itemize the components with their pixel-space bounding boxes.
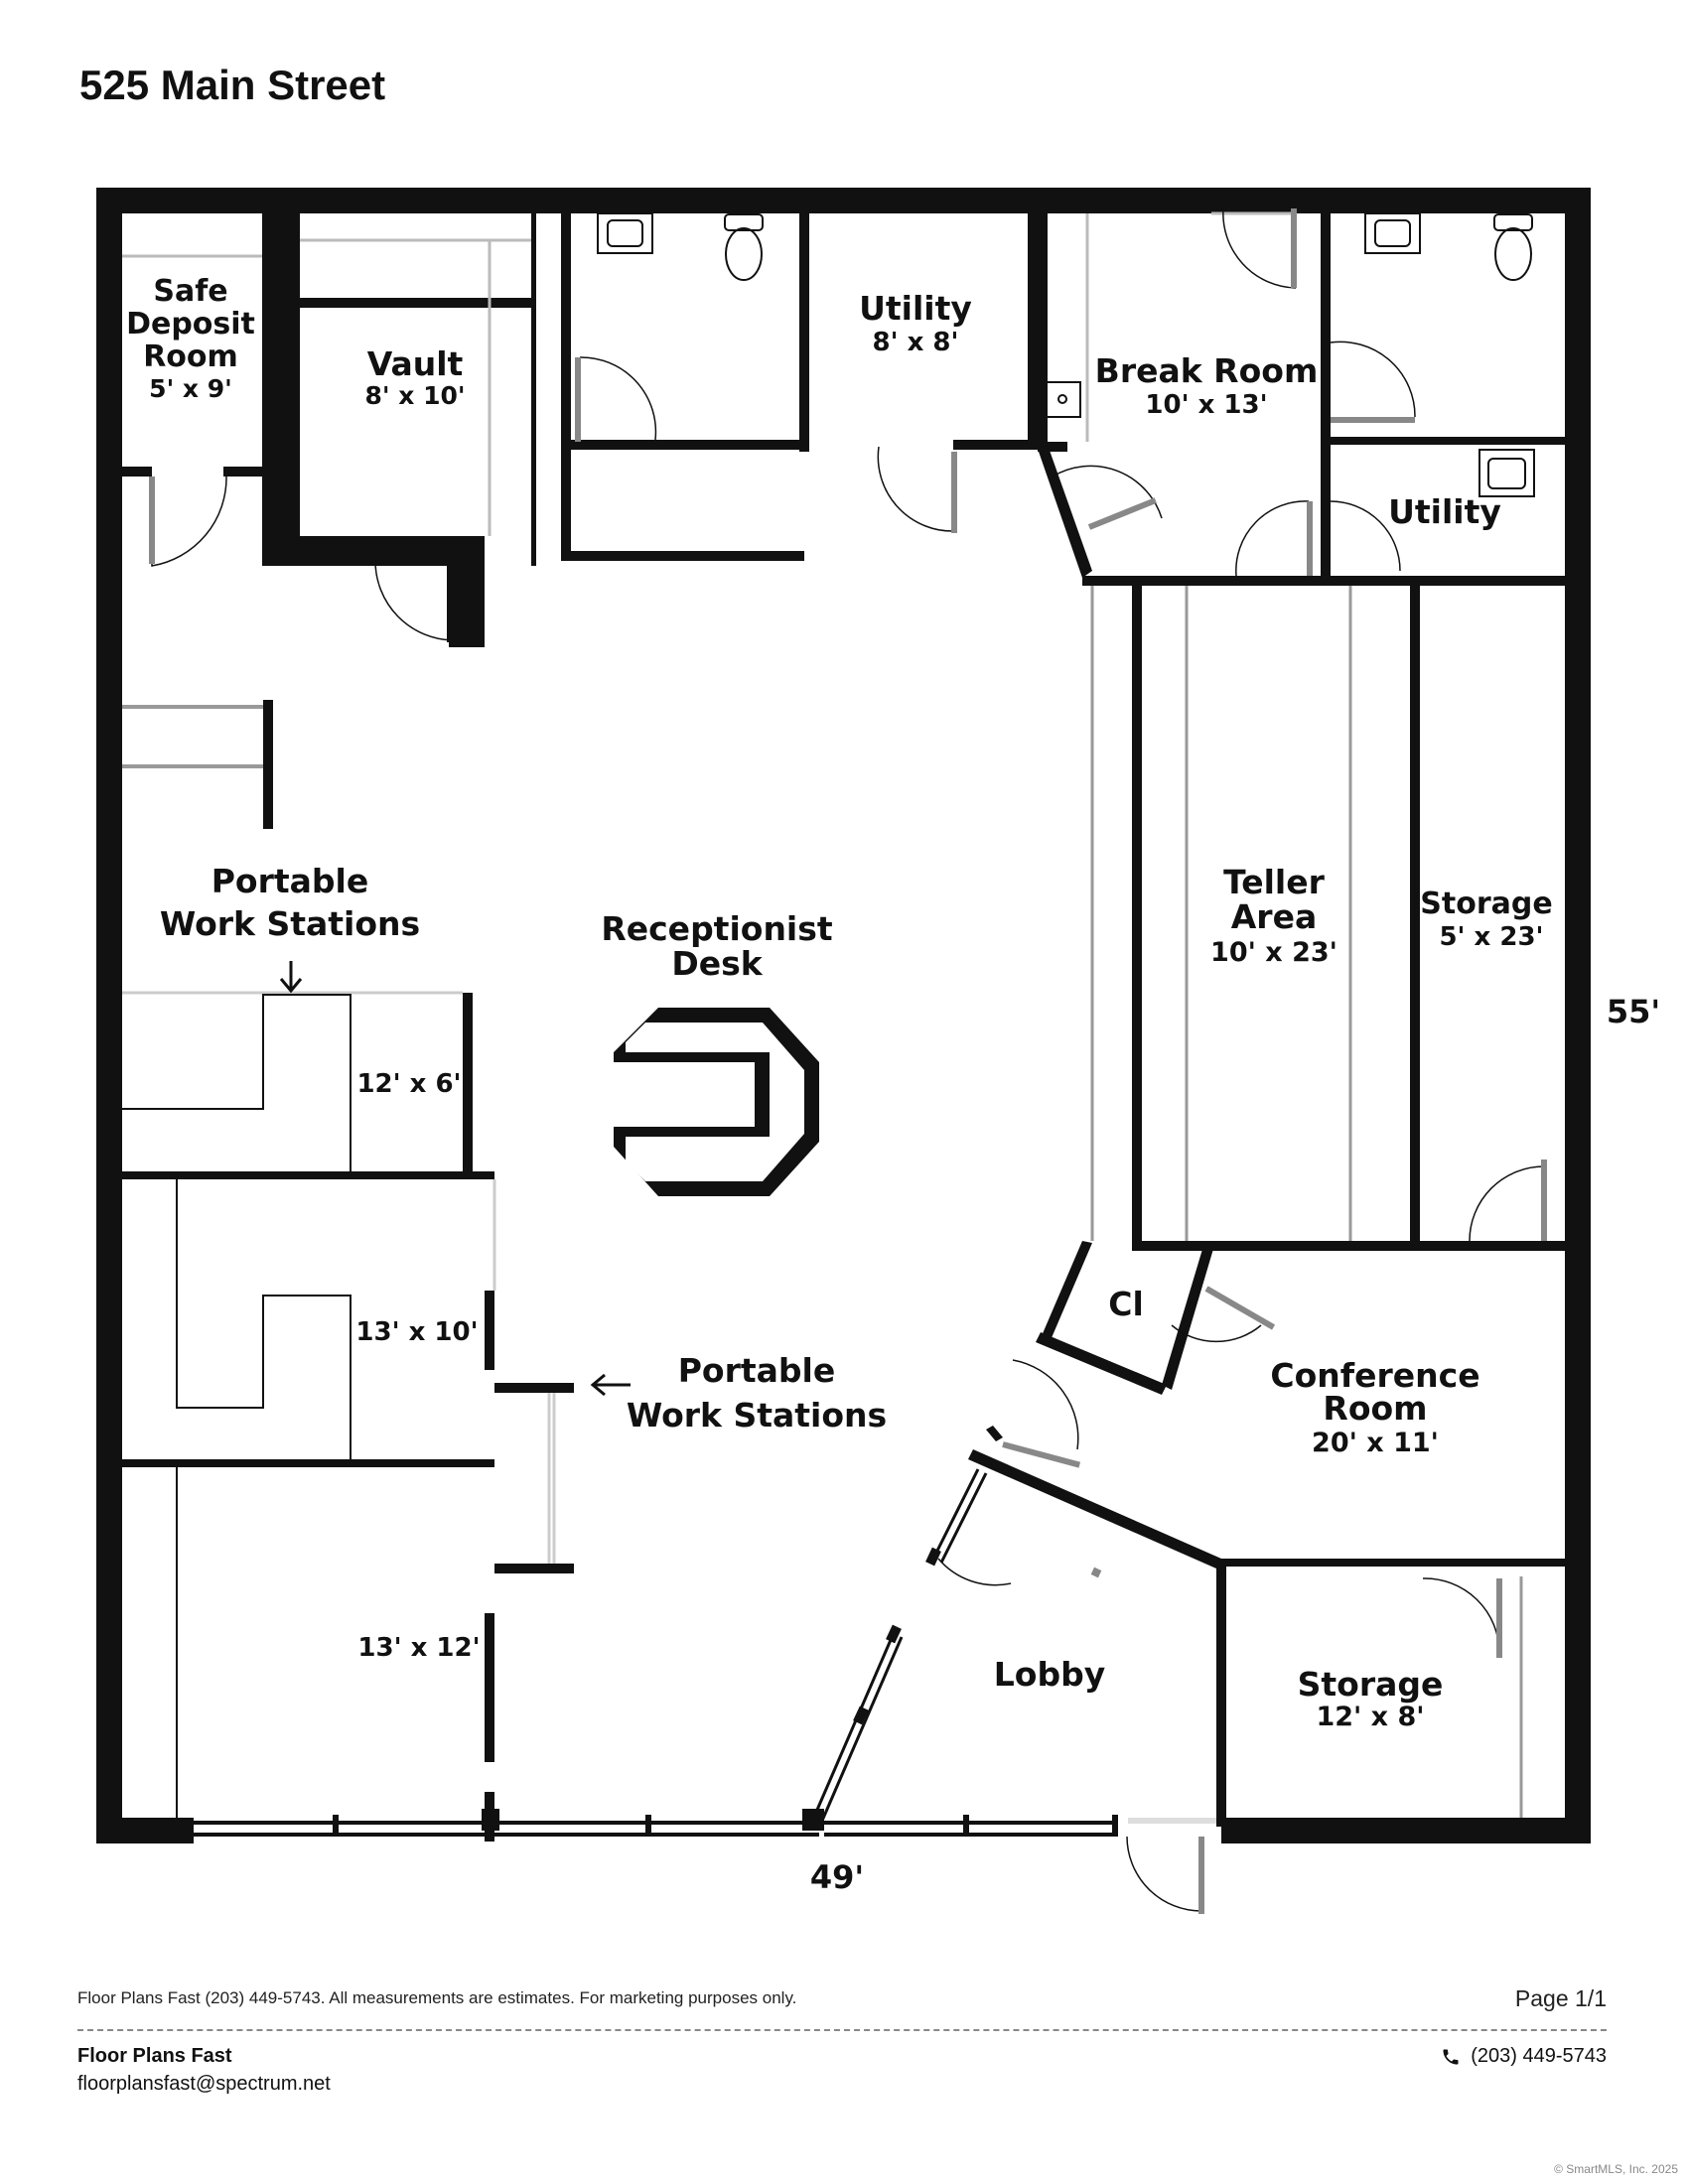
arrow-left-icon: [590, 1373, 631, 1397]
vault-size: 8' x 10': [364, 381, 465, 410]
sink-icon: [1478, 449, 1535, 497]
copyright-notice: © SmartMLS, Inc. 2025: [1554, 2162, 1678, 2176]
receptionist-label-1: Receptionist: [601, 909, 833, 948]
utility-top-label: Utility: [859, 289, 972, 328]
break-room-size: 10' x 13': [1145, 390, 1267, 420]
dimension-width: 49': [810, 1858, 864, 1896]
utility-right-label: Utility: [1388, 492, 1501, 531]
lobby-label: Lobby: [994, 1655, 1105, 1694]
portable-ws-mid-label-2: Work Stations: [627, 1396, 887, 1434]
page-number: Page 1/1: [1514, 1985, 1607, 2011]
break-room-label: Break Room: [1095, 351, 1319, 390]
sink-icon: [597, 212, 653, 254]
storage-right-size: 5' x 23': [1439, 922, 1543, 952]
office-desks: [122, 994, 352, 1819]
footer-divider: [77, 2029, 1607, 2031]
office-c-size: 13' x 12': [357, 1633, 480, 1663]
teller-label-2: Area: [1231, 897, 1317, 936]
company-email[interactable]: floorplansfast@spectrum.net: [77, 2073, 331, 2095]
storage-bottom-size: 12' x 8': [1316, 1702, 1424, 1732]
dimension-height: 55': [1607, 993, 1660, 1030]
toilet-icon: [724, 213, 764, 281]
office-partitions: [122, 991, 556, 1564]
portable-ws-top-label-1: Portable: [211, 862, 369, 900]
storage-right-label: Storage: [1420, 887, 1552, 921]
safe-deposit-size: 5' x 9': [149, 374, 232, 403]
sink-icon: [1045, 381, 1081, 418]
safe-deposit-label-3: Room: [143, 340, 238, 374]
conference-label-2: Room: [1323, 1389, 1427, 1428]
portable-ws-top-label-2: Work Stations: [160, 904, 420, 943]
phone-number: (203) 449-5743: [1471, 2045, 1607, 2067]
storage-bottom-label: Storage: [1298, 1665, 1444, 1704]
safe-deposit-label-1: Safe: [153, 274, 227, 309]
break-room-angled-wall: [1038, 445, 1092, 578]
front-glazing: [194, 1809, 1118, 1837]
door-leaves: [149, 208, 1547, 1914]
vault-label: Vault: [367, 344, 464, 383]
receptionist-label-2: Desk: [671, 944, 763, 983]
company-name: Floor Plans Fast: [77, 2045, 232, 2067]
exterior-walls: [96, 188, 1591, 1843]
teller-walls: [1132, 586, 1569, 1251]
page-title: 525 Main Street: [79, 62, 386, 108]
teller-label-1: Teller: [1223, 863, 1326, 901]
lobby-glazing: [812, 1468, 988, 1822]
conference-label-1: Conference: [1270, 1356, 1479, 1395]
teller-size: 10' x 23': [1210, 937, 1337, 968]
teller-counters: [1090, 586, 1352, 1241]
safe-deposit-label-2: Deposit: [126, 307, 255, 341]
openings: [122, 211, 1291, 536]
phone-icon: [1443, 2049, 1459, 2064]
toilet-icon: [1493, 213, 1533, 281]
closet-label: Cl: [1108, 1285, 1144, 1323]
utility-top-size: 8' x 8': [873, 328, 959, 357]
conference-walls: [968, 1241, 1569, 1827]
company-phone[interactable]: (203) 449-5743: [1441, 2045, 1607, 2068]
portable-ws-mid-label-1: Portable: [678, 1351, 836, 1390]
doors: [151, 207, 1545, 1912]
interior-walls: [122, 213, 1569, 647]
office-b-size: 13' x 10': [355, 1317, 478, 1347]
arrow-down-icon: [279, 961, 303, 994]
office-walls: [122, 700, 574, 1842]
sink-icon: [1364, 212, 1421, 254]
conference-size: 20' x 11': [1312, 1428, 1439, 1458]
disclaimer-note: Floor Plans Fast (203) 449-5743. All mea…: [77, 1988, 797, 2007]
office-a-size: 12' x 6': [356, 1069, 461, 1099]
